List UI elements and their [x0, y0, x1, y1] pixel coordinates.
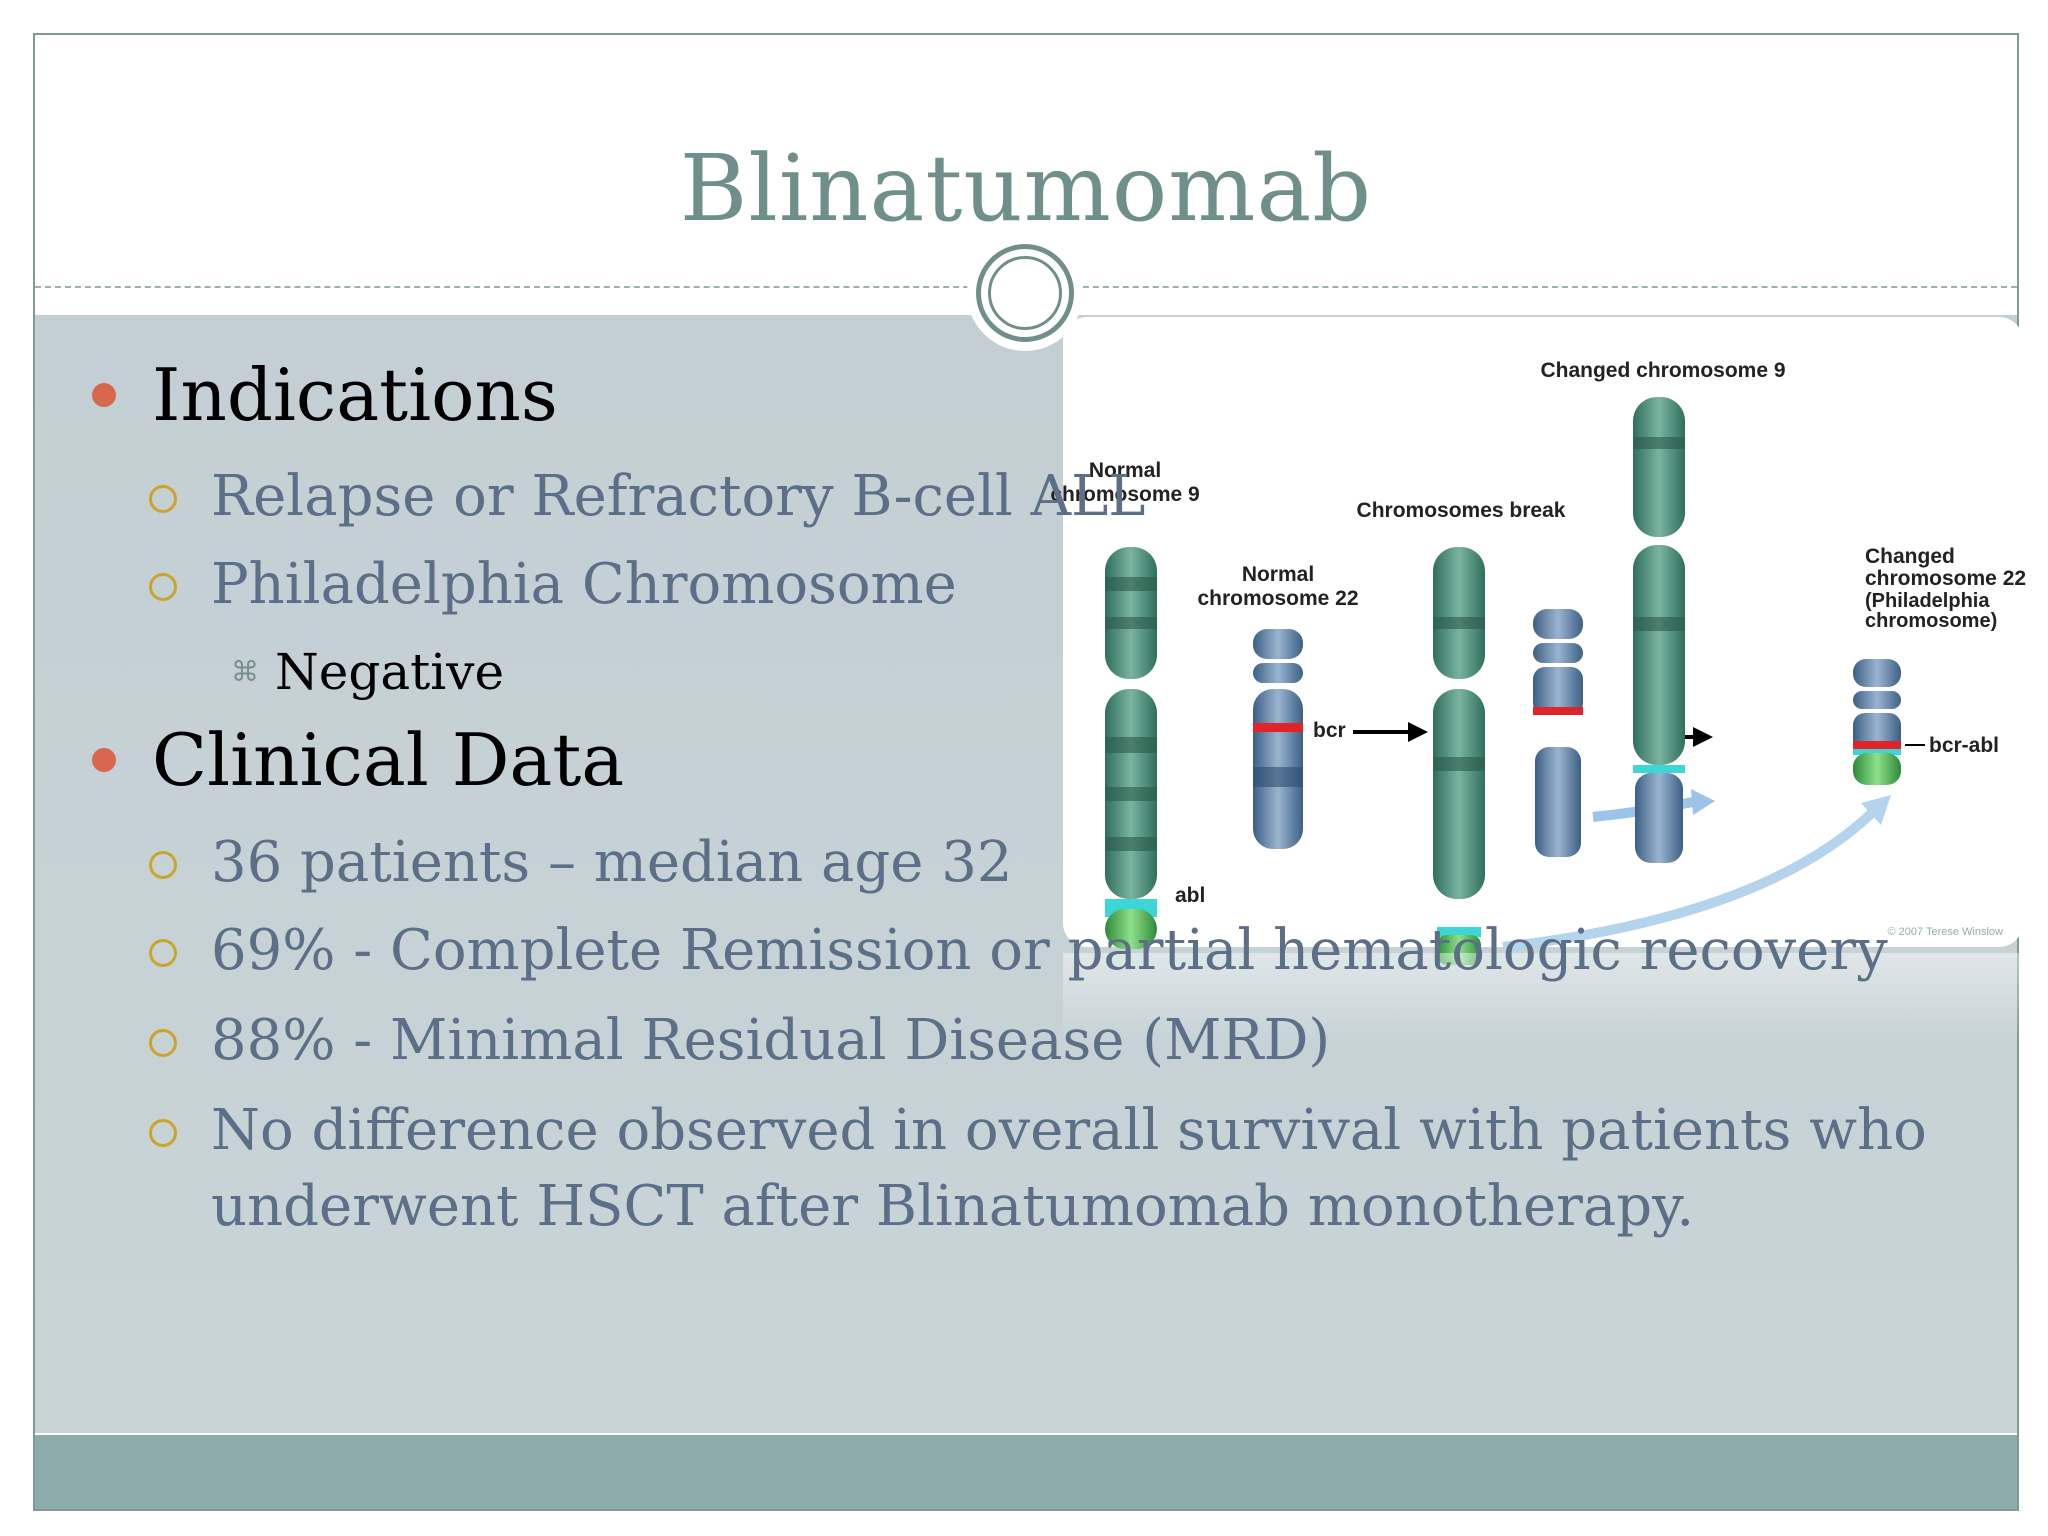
star-bullet-icon: ⌘ — [231, 655, 259, 688]
circle-bullet-icon — [149, 573, 177, 601]
circle-bullet-icon — [149, 1029, 177, 1057]
bullet-clinical-data: Clinical Data — [92, 718, 625, 802]
sub-bullet: 88% - Minimal Residual Disease (MRD) — [149, 1003, 1331, 1079]
label-normal-22-line2: chromosome 22 — [1197, 587, 1358, 610]
sub-bullet: Philadelphia Chromosome — [149, 547, 957, 623]
sub-bullet-text: 36 patients – median age 32 — [211, 830, 1013, 895]
bullet-dot-icon — [92, 748, 116, 772]
slide: Blinatumomab Normal chromosome 9 Normal — [33, 33, 2026, 1511]
label-changed-9: Changed chromosome 9 — [1540, 359, 1785, 382]
slide-title: Blinatumomab — [679, 135, 1373, 242]
circle-bullet-icon — [149, 485, 177, 513]
footer-bar — [35, 1435, 2017, 1509]
circle-bullet-icon — [149, 939, 177, 967]
sub-bullet: No difference observed in overall surviv… — [149, 1093, 1927, 1245]
chromosome-figure: Normal chromosome 9 Normal chromosome 22… — [1050, 317, 2026, 965]
circle-ornament-icon — [976, 244, 1074, 342]
sub-bullet-text-continued: underwent HSCT after Blinatumomab monoth… — [211, 1174, 1695, 1239]
label-bcr: bcr — [1313, 719, 1346, 742]
label-bcr-abl: bcr-abl — [1929, 734, 1999, 757]
sub-bullet-text: Philadelphia Chromosome — [211, 552, 957, 617]
changed-chromosome-22 — [1853, 659, 1901, 785]
section-heading: Indications — [152, 353, 558, 437]
label-chromosomes-break: Chromosomes break — [1357, 499, 1566, 522]
sub-bullet-text: No difference observed in overall surviv… — [211, 1098, 1927, 1163]
label-changed-22-line1: Changed — [1865, 545, 1955, 568]
sub-bullet-text: 88% - Minimal Residual Disease (MRD) — [211, 1008, 1331, 1073]
circle-bullet-icon — [149, 851, 177, 879]
sub-bullet: 36 patients – median age 32 — [149, 825, 1013, 901]
circle-ornament-inner-icon — [988, 256, 1062, 330]
label-changed-22-line3: (Philadelphia — [1865, 590, 1990, 612]
label-normal-9-line1: Normal — [1089, 459, 1161, 482]
label-changed-22-line4: chromosome) — [1865, 610, 1997, 632]
sub-bullet: Relapse or Refractory B-cell ALL — [149, 459, 1146, 535]
broken-chromosome-9 — [1433, 547, 1485, 965]
figure-copyright: © 2007 Terese Winslow — [1887, 926, 2003, 938]
label-abl: abl — [1175, 884, 1205, 907]
bullet-dot-icon — [92, 383, 116, 407]
label-normal-9-line2: chromosome 9 — [1050, 483, 1199, 506]
normal-chromosome-9 — [1105, 547, 1157, 949]
broken-chromosome-22 — [1533, 609, 1583, 857]
sub-sub-bullet: ⌘ Negative — [231, 643, 505, 701]
sub-sub-bullet-text: Negative — [275, 643, 505, 701]
sub-bullet-text: 69% - Complete Remission or partial hema… — [211, 918, 1888, 983]
bullet-indications: Indications — [92, 353, 558, 437]
circle-bullet-icon — [149, 1119, 177, 1147]
section-heading: Clinical Data — [152, 718, 625, 802]
figure-reflection — [1063, 953, 2023, 1043]
normal-chromosome-22 — [1253, 629, 1303, 849]
sub-bullet: 69% - Complete Remission or partial hema… — [149, 913, 1888, 989]
sub-bullet-text: Relapse or Refractory B-cell ALL — [211, 464, 1146, 529]
philadelphia-chromosome-diagram: Normal chromosome 9 Normal chromosome 22… — [1050, 359, 2026, 965]
label-changed-22-line2: chromosome 22 — [1865, 567, 2026, 590]
label-normal-22-line1: Normal — [1242, 563, 1314, 586]
changed-chromosome-9 — [1633, 397, 1685, 863]
